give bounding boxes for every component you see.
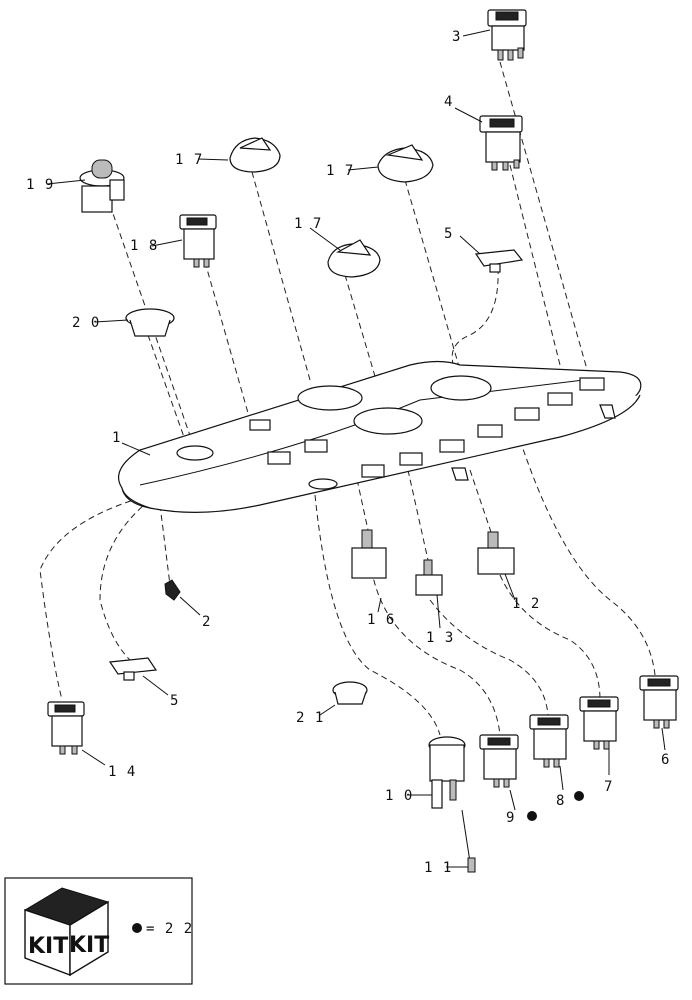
rocker-switch-3 — [487, 9, 527, 61]
blank-cap-5-top — [474, 249, 524, 273]
rocker-switch-4 — [479, 115, 523, 171]
label-1: 1 — [112, 430, 121, 446]
label-6: 6 — [661, 752, 670, 768]
label-9: 9 — [506, 810, 515, 826]
label-8: 8 — [556, 793, 565, 809]
kit-label-right: KIT — [69, 933, 109, 958]
rocker-switch-6 — [639, 675, 679, 729]
plug-21 — [332, 681, 368, 705]
label-5-bottom: 5 — [170, 693, 179, 709]
pin-11 — [461, 809, 476, 873]
legend-equals-value: = 2 2 — [146, 921, 193, 937]
assembly-lines — [39, 61, 656, 736]
kit-marker-8 — [574, 791, 584, 801]
label-7: 7 — [604, 779, 613, 795]
label-21: 2 1 — [296, 710, 324, 726]
label-17a: 1 7 — [175, 152, 203, 168]
label-11: 1 1 — [424, 860, 452, 876]
label-19: 1 9 — [26, 177, 54, 193]
blank-cap-5-bottom — [108, 657, 158, 681]
label-18: 1 8 — [130, 238, 158, 254]
rocker-switch-9 — [479, 734, 519, 788]
rocker-switch-7 — [579, 696, 619, 750]
kit-box-icon — [23, 887, 110, 977]
label-20: 2 0 — [72, 315, 100, 331]
console-panel — [118, 360, 642, 513]
label-3: 3 — [452, 29, 461, 45]
leader-lines — [46, 29, 666, 868]
rocker-switch-14 — [47, 701, 85, 755]
legend-bullet-icon — [132, 923, 142, 933]
label-5-top: 5 — [444, 226, 453, 242]
kit-label-left: KIT — [28, 934, 68, 959]
rotary-switch-16 — [351, 529, 387, 579]
knob-17a — [229, 137, 281, 173]
kit-marker-9 — [527, 811, 537, 821]
label-10: 1 0 — [385, 788, 413, 804]
kit-legend: KIT KIT = 2 2 — [4, 877, 193, 985]
label-2: 2 — [202, 614, 211, 630]
label-17c: 1 7 — [294, 216, 322, 232]
plug-20 — [125, 308, 175, 337]
potentiometer-13 — [415, 559, 443, 596]
clip-2 — [164, 579, 181, 601]
knob-17b — [377, 144, 434, 183]
rocker-switch-8 — [529, 714, 569, 768]
label-17b: 1 7 — [326, 163, 354, 179]
ignition-switch-10 — [428, 736, 466, 809]
label-14: 1 4 — [108, 764, 136, 780]
knob-17c — [327, 239, 381, 278]
label-16: 1 6 — [367, 612, 395, 628]
label-13: 1 3 — [426, 630, 454, 646]
rotary-switch-12 — [477, 531, 515, 575]
label-4: 4 — [444, 94, 453, 110]
push-button-19 — [79, 159, 125, 213]
rocker-switch-18 — [179, 214, 217, 268]
label-12: 1 2 — [512, 596, 540, 612]
